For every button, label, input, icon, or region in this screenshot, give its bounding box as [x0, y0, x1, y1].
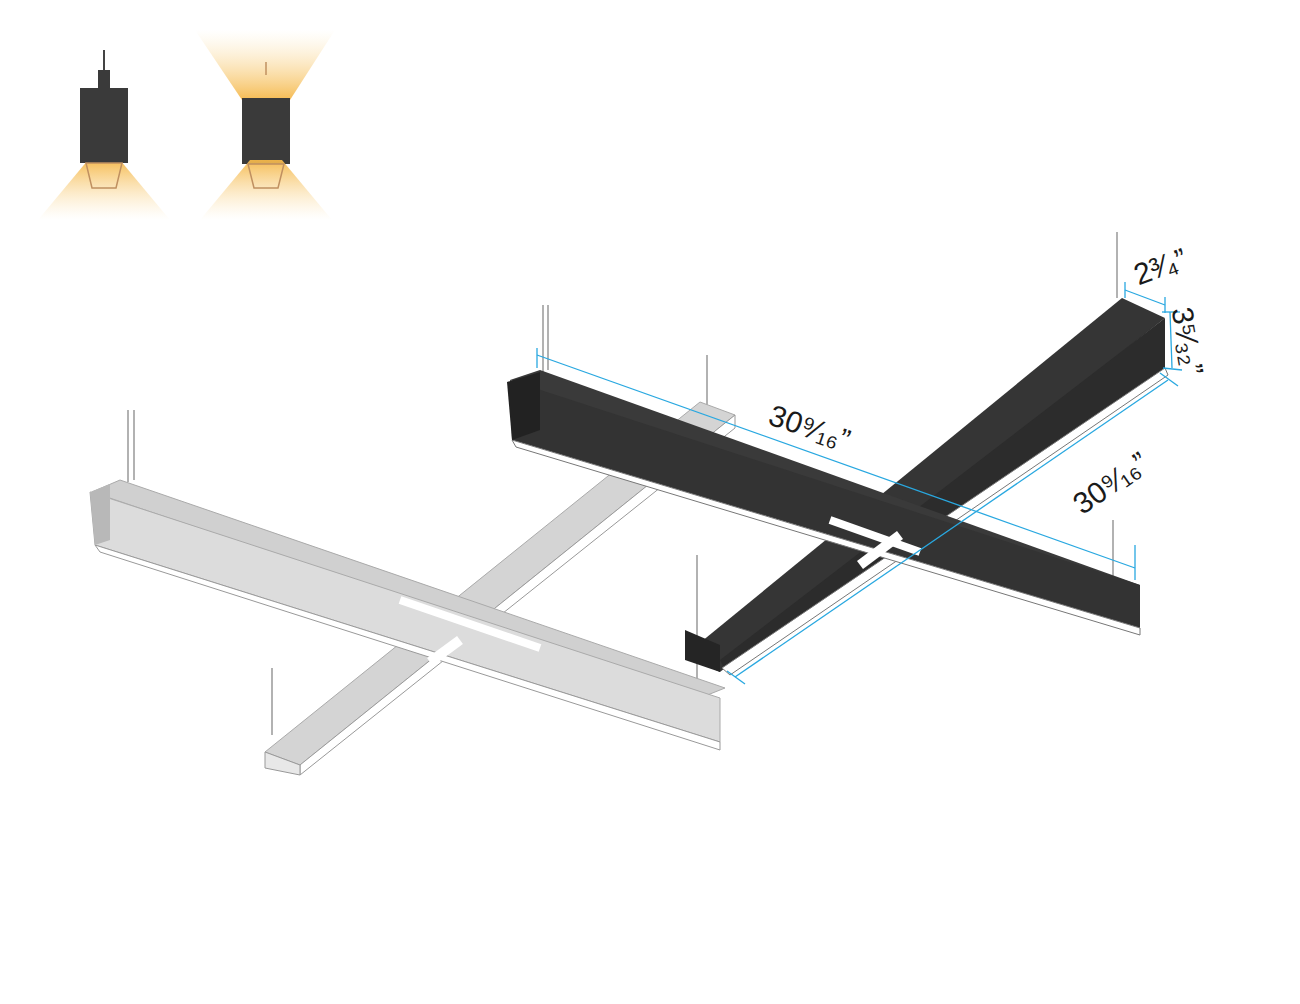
black-cross-fixture: [507, 298, 1168, 675]
dimension-label: 3⁵⁄₃₂”: [1166, 305, 1207, 377]
dimension-label: 30⁹⁄₁₆”: [1068, 447, 1154, 519]
dimension-label: 2³⁄₄”: [1130, 244, 1191, 291]
up-down-light-icon: [195, 30, 335, 220]
dimension-label: 30⁹⁄₁₆”: [765, 400, 854, 456]
dimension-lines: [537, 282, 1182, 684]
downlight-icon: [38, 50, 170, 220]
